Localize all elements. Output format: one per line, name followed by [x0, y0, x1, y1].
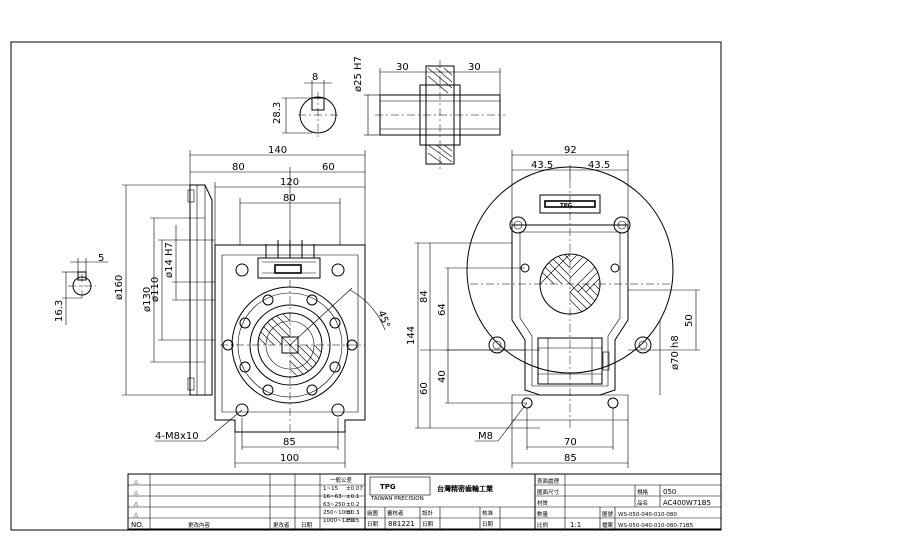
rev-mark-2: △ [134, 490, 139, 496]
spec-label: 規格 [637, 488, 649, 496]
dim-dia-130: ø130 [142, 287, 153, 312]
dim-140: 140 [268, 145, 287, 156]
dim-key-16-3: 16.3 [54, 300, 65, 322]
tolerance-value: ±0.1 [346, 494, 359, 500]
tolerance-value: ±0.5 [346, 518, 360, 524]
dim-43-5-left: 43.5 [531, 160, 553, 171]
svg-text:TPG: TPG [560, 203, 573, 209]
dim-key-height: 28.3 [272, 102, 283, 124]
dim-dia-110: ø110 [150, 277, 161, 302]
front-view [62, 150, 386, 468]
name-label: 品名 [637, 499, 648, 507]
tolerance-range: 1000~1250 [323, 518, 356, 524]
company-name: 台灣精密齒輪工業 [437, 484, 494, 493]
material-label: 材質 [537, 499, 549, 507]
design-label: 設計 [422, 509, 434, 517]
tolerance-value: ±0.2 [346, 502, 359, 508]
tolerance-range: 16~63 [323, 494, 342, 500]
dim-dia-160: ø160 [114, 275, 125, 300]
dim-60-side: 60 [419, 382, 430, 395]
dim-100: 100 [280, 453, 299, 464]
dim-40: 40 [437, 370, 448, 383]
company-logo: TPG [380, 483, 396, 491]
dim-length-left: 30 [396, 62, 409, 73]
dim-92: 92 [564, 145, 577, 156]
dim-60: 60 [322, 162, 335, 173]
dim-bolt-spec: 4-M8x10 [155, 431, 199, 442]
shaft-detail [282, 60, 505, 170]
dim-key-5: 5 [98, 253, 104, 264]
tolerance-table: 1~15 ±0.07 16~63 ±0.163~250±0.2 250~1000±0.3… [323, 486, 363, 524]
dim-43-5-right: 43.5 [588, 160, 610, 171]
tolerance-title: 一般公差 [330, 476, 353, 484]
size-label: 圖面尺寸 [537, 488, 560, 496]
design-date-label: 日期 [422, 521, 434, 528]
fig-value: WS-050-040-010-080 [618, 512, 677, 518]
dim-angle: 45° [375, 309, 391, 329]
file-value: WS-050-040-010-080-71B5 [618, 523, 694, 529]
dim-shaft-diameter: ø25 H7 [353, 56, 364, 92]
file-label: 檔案 [602, 521, 614, 529]
approve-date-label: 日期 [482, 521, 494, 528]
rev-mark-3: △ [134, 501, 139, 507]
dim-84: 84 [419, 290, 430, 303]
date-label-1: 日期 [367, 521, 379, 528]
spec-value: 050 [663, 488, 676, 496]
tolerance-range: 250~1000 [323, 510, 353, 516]
dim-85-side: 85 [564, 453, 577, 464]
dim-144: 144 [406, 326, 417, 345]
col-signer: 更改者 [273, 521, 290, 529]
fig-label: 圖號 [602, 510, 614, 518]
side-view: TPG [415, 150, 700, 468]
col-content: 更改內容 [188, 521, 211, 529]
dim-key-width: 8 [312, 72, 318, 83]
scale-value: 1:1 [570, 521, 581, 529]
dim-80-top: 80 [232, 162, 245, 173]
check-label: 審核者 [387, 509, 404, 517]
dim-dia-14: ø14 H7 [164, 242, 175, 278]
sheet-border [10, 41, 722, 531]
col-no: NO. [131, 521, 144, 529]
dim-80-inner: 80 [283, 193, 296, 204]
dim-m8: M8 [478, 431, 493, 442]
dim-50: 50 [684, 314, 695, 327]
drawn-label: 繪圖 [367, 509, 379, 517]
dim-dia-70: ø70 h8 [670, 335, 681, 370]
drawn-value: 881221 [388, 520, 415, 528]
tolerance-range: 63~250 [323, 502, 346, 508]
rev-mark-1: △ [134, 479, 139, 485]
scale-label: 比例 [537, 521, 549, 529]
dim-length-right: 30 [468, 62, 481, 73]
tolerance-value: ±0.07 [346, 486, 363, 492]
rev-mark-4: △ [134, 512, 139, 518]
col-date: 日期 [301, 522, 313, 529]
dim-120: 120 [280, 177, 299, 188]
surface-label: 表面處理 [537, 477, 560, 485]
dim-64: 64 [437, 303, 448, 316]
company-logo-sub: TAIWAN PRECISION [370, 496, 424, 502]
qty-label: 數量 [537, 510, 549, 518]
dim-70: 70 [564, 437, 577, 448]
title-block: △ △ △ △ NO. 更改內容 更改者 日期 一般公差 1~15 ±0.07 16… [127, 473, 722, 530]
approve-label: 核准 [482, 509, 494, 517]
tolerance-value: ±0.3 [346, 510, 360, 516]
dimension-labels: 8 28.3 ø25 H7 30 30 140 80 60 120 80 ø16… [54, 56, 695, 464]
dim-85-front: 85 [283, 437, 296, 448]
name-value: AC400W71B5 [663, 499, 711, 507]
tolerance-range: 1~15 [323, 486, 339, 492]
